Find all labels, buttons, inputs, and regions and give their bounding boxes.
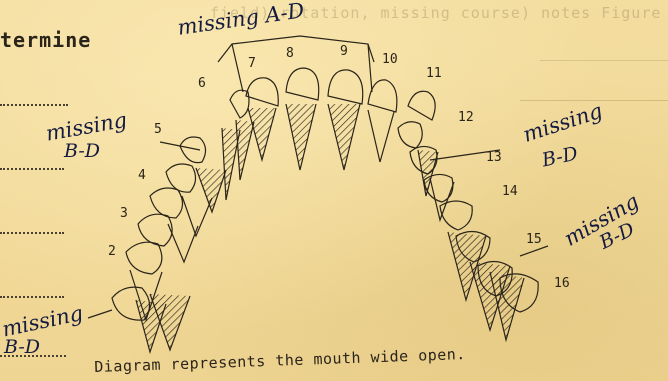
front-roots <box>222 104 394 200</box>
left-posterior-teeth <box>112 137 226 352</box>
tooth-number-4: 4 <box>138 168 146 183</box>
tooth-number-8: 8 <box>286 46 294 61</box>
annotation-left-lower-range: B-D <box>4 336 40 358</box>
tooth-number-13: 13 <box>486 150 502 165</box>
tooth-number-15: 15 <box>526 232 542 247</box>
front-teeth-bracket <box>218 36 374 62</box>
tooth-number-12: 12 <box>458 110 474 125</box>
annotation-left-upper-range: B-D <box>64 140 100 162</box>
tooth-number-5: 5 <box>154 122 162 137</box>
tooth-number-7: 7 <box>248 56 256 71</box>
tooth-number-16: 16 <box>554 276 570 291</box>
tooth-number-11: 11 <box>426 66 442 81</box>
tooth-number-2: 2 <box>108 244 116 259</box>
tooth-number-3: 3 <box>120 206 128 221</box>
tooth-number-10: 10 <box>382 52 398 67</box>
tooth-number-14: 14 <box>502 184 518 199</box>
tooth-number-6: 6 <box>198 76 206 91</box>
tooth-number-9: 9 <box>340 44 348 59</box>
